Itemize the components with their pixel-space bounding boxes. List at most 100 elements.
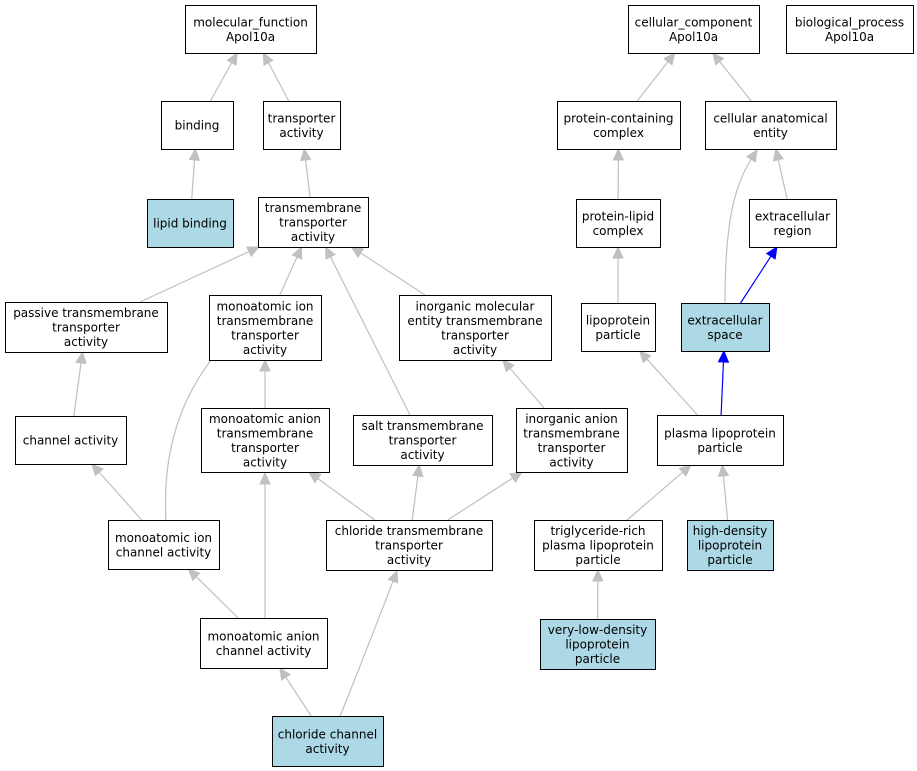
node-triglyceride-rich-plasma-lipoprotein-particle-label-line: plasma lipoprotein [542,539,654,553]
edge-cellular-anatomical-entity-to-cellular-component-line [719,61,752,102]
edge-transmembrane-transporter-activity-to-transporter-activity-line [305,159,311,198]
edge-monoatomic-ion-channel-activity-to-channel-activity-arrowhead [91,463,104,477]
edge-plasma-lipoprotein-particle-to-lipoprotein-particle-line [646,358,698,416]
edge-inorganic-molecular-entity-transmembrane-transporter-activity-to-transmembrane-transporter-activity-line [360,252,426,296]
node-protein-containing-complex-box [557,101,681,150]
edge-inorganic-anion-transmembrane-transporter-activity-to-inorganic-molecular-entity-transmembrane-transporter-activity [502,359,545,409]
node-channel-activity-label-line: channel activity [23,434,119,448]
node-channel-activity-box [15,416,127,465]
node-passive-transmembrane-transporter-activity-label-line: transporter [52,321,120,335]
node-monoatomic-anion-transmembrane-transporter-activity-label-line: transporter [231,441,299,455]
edge-monoatomic-ion-transmembrane-transporter-activity-to-transmembrane-transporter-activity-arrowhead [291,245,303,260]
edge-transporter-activity-to-molecular-function-line [267,62,290,102]
edge-very-low-density-lipoprotein-particle-to-triglyceride-rich-plasma-lipoprotein-particle [592,568,604,620]
node-chloride-channel-activity-label-line: chloride channel [278,727,377,741]
edge-extracellular-space-to-extracellular-region-arrowhead [765,245,778,260]
node-monoatomic-ion-channel-activity-label-line: channel activity [116,545,212,559]
edge-binding-to-molecular-function [209,51,238,102]
node-inorganic-molecular-entity-transmembrane-transporter-activity-label-line: transporter [441,328,509,342]
node-protein-lipid-complex-label-line: protein-lipid [582,209,654,223]
node-inorganic-molecular-entity-transmembrane-transporter-activity-label-line: activity [453,343,497,357]
edge-monoatomic-anion-channel-activity-to-monoatomic-ion-channel-activity-arrowhead [187,568,201,582]
edge-monoatomic-ion-transmembrane-transporter-activity-to-transmembrane-transporter-activity [279,245,303,296]
edge-inorganic-molecular-entity-transmembrane-transporter-activity-to-transmembrane-transporter-activity [350,246,426,296]
edge-chloride-transmembrane-transporter-activity-to-salt-transmembrane-transporter-activity [411,463,424,521]
node-binding-label-line: binding [175,119,220,133]
node-passive-transmembrane-transporter-activity-box [5,302,168,353]
node-protein-lipid-complex-label-line: complex [593,224,644,238]
node-very-low-density-lipoprotein-particle-label-line: very-low-density [548,623,647,637]
edge-monoatomic-ion-transmembrane-transporter-activity-to-transmembrane-transporter-activity-line [279,256,298,296]
edge-passive-transmembrane-transporter-activity-to-transmembrane-transporter-activity-arrowhead [246,246,261,258]
node-transmembrane-transporter-activity-label-line: transmembrane [265,201,362,215]
node-monoatomic-anion-transmembrane-transporter-activity[interactable]: monoatomic aniontransmembranetransporter… [201,408,330,473]
node-high-density-lipoprotein-particle-label-line: high-density [693,524,768,538]
node-channel-activity[interactable]: channel activity [15,416,127,465]
edge-high-density-lipoprotein-particle-to-plasma-lipoprotein-particle [717,463,730,521]
edge-plasma-lipoprotein-particle-to-lipoprotein-particle-arrowhead [638,350,652,364]
node-extracellular-space-label-line: space [707,328,742,342]
edge-transporter-activity-to-molecular-function [262,51,290,102]
edge-monoatomic-anion-channel-activity-to-monoatomic-anion-transmembrane-transporter-activity [259,471,271,619]
edge-chloride-transmembrane-transporter-activity-to-monoatomic-anion-transmembrane-transporter-activity-arrowhead [307,471,322,484]
edge-extracellular-region-to-cellular-anatomical-entity-line [777,159,788,200]
edge-transmembrane-transporter-activity-to-transporter-activity [299,147,312,198]
edge-chloride-channel-activity-to-chloride-transmembrane-transporter-activity-arrowhead [387,569,399,584]
node-inorganic-molecular-entity-transmembrane-transporter-activity-box [399,295,552,361]
edge-chloride-transmembrane-transporter-activity-to-inorganic-anion-transmembrane-transporter-activity-line [447,477,514,521]
node-extracellular-space-label-line: extracellular [687,313,762,327]
node-plasma-lipoprotein-particle-label-line: plasma lipoprotein [664,426,776,440]
node-extracellular-region-label-line: extracellular [755,209,830,223]
node-biological-process-label-line: Apol10a [825,30,874,44]
edge-extracellular-region-to-cellular-anatomical-entity [772,147,788,200]
edge-extracellular-space-to-cellular-anatomical-entity-arrowhead [745,148,758,163]
node-protein-containing-complex-label-line: protein-containing [563,111,673,125]
node-binding[interactable]: binding [161,101,234,150]
node-inorganic-anion-transmembrane-transporter-activity-box [516,408,628,473]
edge-plasma-lipoprotein-particle-to-extracellular-space-arrowhead [717,349,730,363]
node-molecular-function-label-line: Apol10a [226,30,275,44]
node-lipid-binding[interactable]: lipid binding [147,199,234,248]
node-inorganic-anion-transmembrane-transporter-activity[interactable]: inorganic aniontransmembranetransportera… [516,408,628,473]
edge-extracellular-space-to-extracellular-region [740,245,778,304]
edge-cellular-anatomical-entity-to-cellular-component [711,52,752,102]
node-chloride-transmembrane-transporter-activity[interactable]: chloride transmembranetransporteractivit… [326,520,493,571]
edge-chloride-channel-activity-to-monoatomic-anion-channel-activity [279,666,312,717]
edge-monoatomic-anion-channel-activity-to-monoatomic-ion-channel-activity [187,568,239,619]
edge-protein-containing-complex-to-cellular-component-line [636,61,669,102]
node-monoatomic-anion-transmembrane-transporter-activity-label-line: monoatomic anion [209,412,321,426]
node-biological-process-box [786,5,914,54]
node-inorganic-anion-transmembrane-transporter-activity-label-line: transporter [538,441,606,455]
edge-monoatomic-anion-transmembrane-transporter-activity-to-monoatomic-ion-transmembrane-transporter-activity-arrowhead [259,358,271,372]
edge-chloride-transmembrane-transporter-activity-to-salt-transmembrane-transporter-activity-arrowhead [412,463,424,478]
node-monoatomic-ion-transmembrane-transporter-activity[interactable]: monoatomic iontransmembranetransporterac… [209,295,322,361]
edge-transmembrane-transporter-activity-to-transporter-activity-arrowhead [299,147,312,162]
node-cellular-anatomical-entity-box [705,101,837,150]
edge-channel-activity-to-passive-transmembrane-transporter-activity [73,350,87,417]
edge-chloride-channel-activity-to-monoatomic-anion-channel-activity-line [285,676,312,717]
node-very-low-density-lipoprotein-particle-box [540,619,656,670]
edge-chloride-transmembrane-transporter-activity-to-monoatomic-anion-transmembrane-transporter-activity-line [317,477,376,521]
